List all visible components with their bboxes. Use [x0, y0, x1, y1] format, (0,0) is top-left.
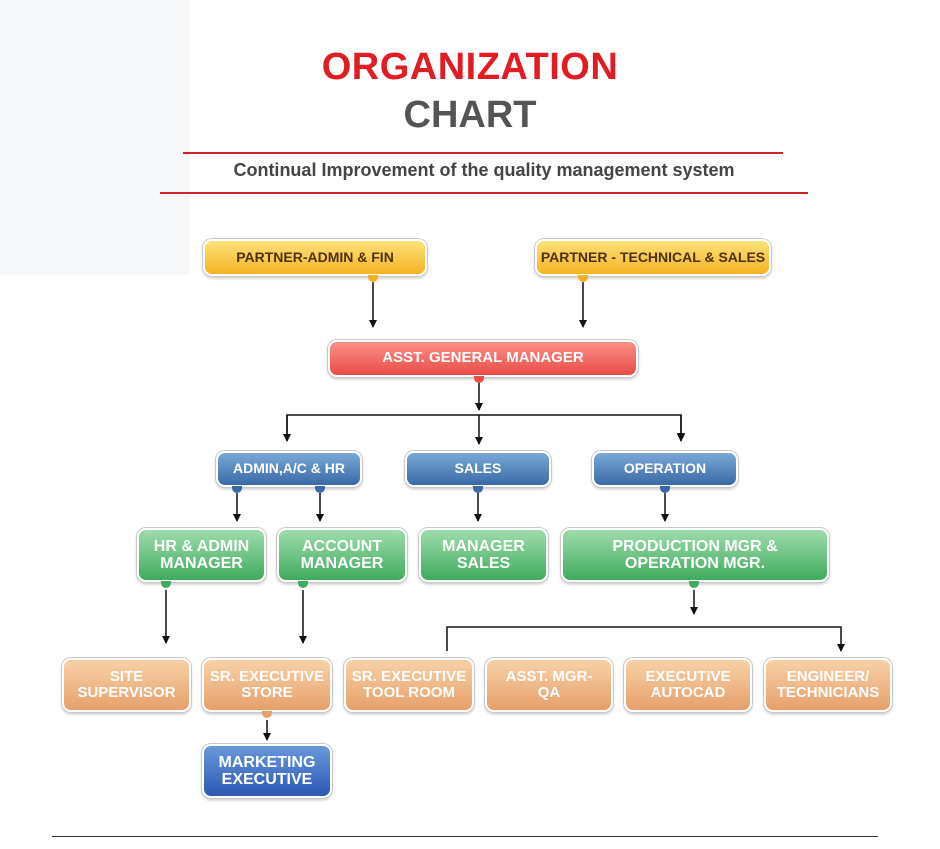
node-engineer-technicians: ENGINEER/ TECHNICIANS — [764, 658, 892, 712]
connector-dot — [315, 486, 325, 493]
node-executive-autocad: EXECUTIVE AUTOCAD — [624, 658, 752, 712]
node-dept-admin-ac-hr: ADMIN,A/C & HR — [216, 451, 362, 487]
connector-dot — [161, 581, 171, 588]
subtitle-bottom-rule — [160, 192, 808, 194]
node-sr-executive-tool-room: SR. EXECUTIVE TOOL ROOM — [344, 658, 474, 712]
title-line-2: CHART — [403, 94, 537, 136]
subtitle-top-rule — [183, 152, 783, 154]
connector-dot — [689, 581, 699, 588]
node-asst-mgr-qa: ASST. MGR- QA — [485, 658, 613, 712]
title-line-1: ORGANIZATION — [321, 46, 619, 88]
node-marketing-executive: MARKETING EXECUTIVE — [202, 744, 332, 798]
subtitle: Continual Improvement of the quality man… — [233, 160, 735, 180]
connector-line — [286, 414, 685, 441]
node-asst-general-manager: ASST. GENERAL MANAGER — [328, 340, 638, 377]
node-hr-admin-manager: HR & ADMIN MANAGER — [137, 528, 266, 582]
node-sr-executive-store: SR. EXECUTIVE STORE — [202, 658, 332, 712]
background-patch — [0, 0, 190, 275]
connector-dot — [578, 275, 588, 282]
node-dept-sales: SALES — [405, 451, 551, 487]
bottom-rule — [52, 836, 878, 837]
node-dept-operation: OPERATION — [592, 451, 738, 487]
node-partner-admin-fin: PARTNER-ADMIN & FIN — [203, 239, 427, 276]
node-manager-sales: MANAGER SALES — [419, 528, 548, 582]
connector-dot — [232, 486, 242, 493]
connector-dot — [473, 486, 483, 493]
connector-dot — [474, 376, 484, 383]
node-account-manager: ACCOUNT MANAGER — [277, 528, 407, 582]
connector-dot — [660, 486, 670, 493]
connector-dot — [298, 581, 308, 588]
node-site-supervisor: SITE SUPERVISOR — [62, 658, 191, 712]
node-production-operation-manager: PRODUCTION MGR & OPERATION MGR. — [561, 528, 829, 582]
node-partner-technical-sales: PARTNER - TECHNICAL & SALES — [535, 239, 771, 276]
connector-dot — [262, 711, 272, 718]
connector-dot — [368, 275, 378, 282]
connector-line — [446, 626, 845, 652]
